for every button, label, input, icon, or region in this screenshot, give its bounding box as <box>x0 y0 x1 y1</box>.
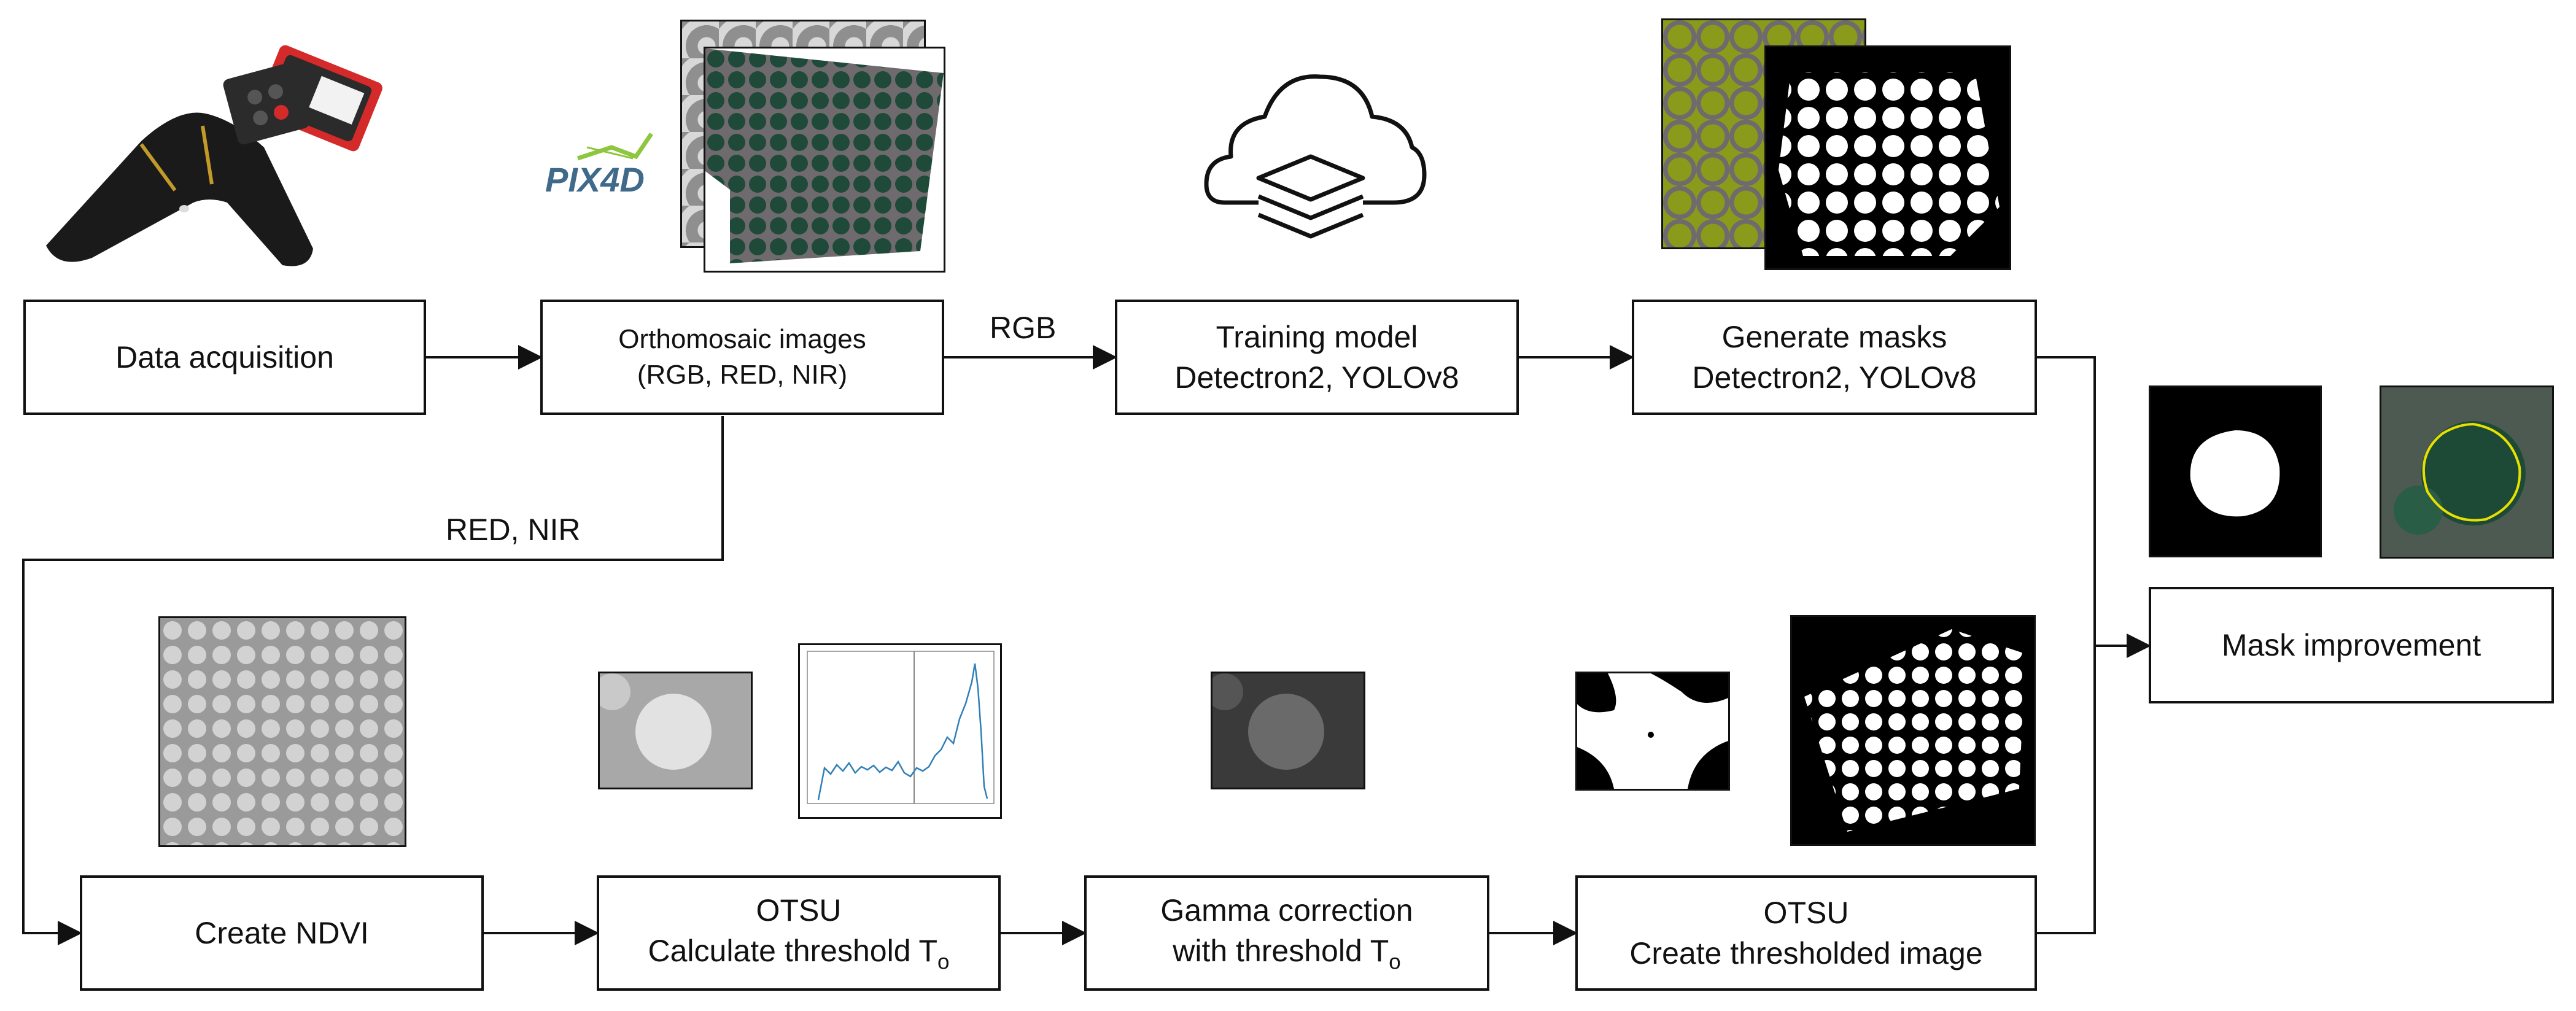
arrow-generate-to-mask <box>2037 356 2151 658</box>
pix4d-logo: PIX4D <box>544 123 654 203</box>
box-mask-improvement-label: Mask improvement <box>2221 628 2481 662</box>
box-training-model-frameworks: Detectron2, YOLOv8 <box>1174 360 1459 395</box>
box-otsu-threshold-title: OTSU <box>756 893 842 928</box>
box-data-acquisition: Data acquisition <box>23 300 426 415</box>
gamma-corrected-image <box>1211 672 1365 789</box>
orthomosaic-rgb-image <box>704 47 945 273</box>
box-generate-masks-title: Generate masks <box>1721 320 1947 354</box>
box-data-acquisition-label: Data acquisition <box>115 340 334 374</box>
generated-mask-image <box>1764 45 2011 270</box>
box-orthomosaic-images-bands: (RGB, RED, NIR) <box>637 360 848 390</box>
edge-label-rgb: RGB <box>990 311 1057 345</box>
arrow-otsu2-to-mask <box>2037 646 2096 934</box>
mask-contour-overlay-image <box>2380 385 2554 559</box>
pix4d-logo-text: PIX4D <box>545 160 645 199</box>
ndvi-crop-image <box>598 672 753 789</box>
box-otsu-threshold-desc: Calculate threshold To <box>648 933 950 974</box>
box-otsu-threshold: OTSU Calculate threshold To <box>597 875 1001 991</box>
box-otsu-thresholded-image-title: OTSU <box>1763 896 1849 930</box>
histogram-plot <box>798 643 1002 819</box>
box-orthomosaic-images: Orthomosaic images (RGB, RED, NIR) <box>540 300 944 415</box>
box-generate-masks: Generate masks Detectron2, YOLOv8 <box>1632 300 2037 415</box>
box-create-ndvi: Create NDVI <box>80 875 484 991</box>
box-generate-masks-frameworks: Detectron2, YOLOv8 <box>1692 360 1977 395</box>
ndvi-image <box>158 616 406 847</box>
thresholded-crop-image <box>1575 672 1730 791</box>
box-otsu-thresholded-image: OTSU Create thresholded image <box>1575 875 2037 991</box>
arrow-ortho-to-ndvi <box>22 416 724 945</box>
box-gamma-correction: Gamma correction with threshold To <box>1084 875 1489 991</box>
box-mask-improvement: Mask improvement <box>2149 587 2554 703</box>
box-gamma-correction-desc: with threshold To <box>1173 933 1401 974</box>
box-orthomosaic-images-title: Orthomosaic images <box>618 323 866 354</box>
box-training-model: Training model Detectron2, YOLOv8 <box>1115 300 1519 415</box>
edge-label-red-nir: RED, NIR <box>446 513 581 547</box>
box-otsu-thresholded-image-desc: Create thresholded image <box>1629 936 1983 970</box>
box-training-model-title: Training model <box>1216 320 1418 354</box>
thresholded-full-image <box>1790 615 2036 846</box>
box-gamma-correction-title: Gamma correction <box>1160 893 1413 928</box>
refined-mask-image <box>2149 385 2322 557</box>
box-create-ndvi-label: Create NDVI <box>195 916 369 950</box>
